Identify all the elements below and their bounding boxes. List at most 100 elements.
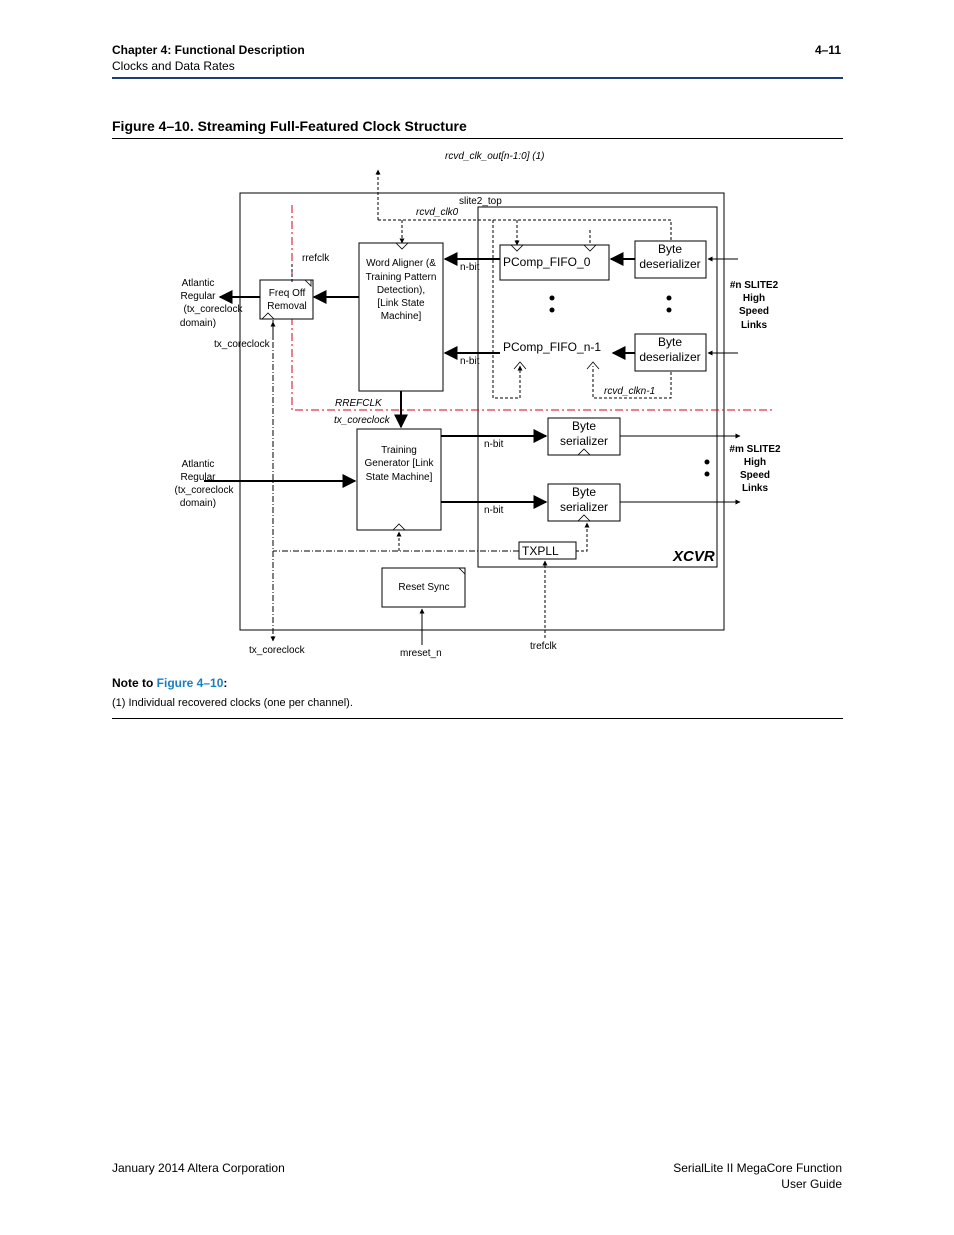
ellipsis-dot — [666, 295, 672, 301]
n-slite2-links-3: Speed — [739, 306, 769, 317]
rrefclk-label: rrefclk — [302, 253, 330, 264]
reset-sync-clock-tick — [458, 567, 466, 575]
pcomp-fifo-0-clock-tick-l — [510, 244, 524, 252]
training-generator-block — [356, 428, 442, 531]
reset-sync-label: Reset Sync — [398, 582, 449, 593]
byte-serializer-0-line2: serializer — [560, 434, 608, 448]
top-level-box — [239, 192, 725, 631]
chapter-title: Chapter 4: Functional Description — [112, 43, 305, 57]
xcvr-box — [477, 206, 718, 568]
n-slite2-links-1: #n SLITE2 — [730, 280, 779, 291]
slite2-top-label: slite2_top — [459, 196, 502, 207]
clock-structure-diagram: rcvd_clk_out[n-1:0] (1) slite2_top rcvd_… — [175, 151, 781, 659]
word-aligner-line3: Detection), — [377, 285, 425, 296]
training-generator-line2: Generator [Link — [365, 458, 435, 469]
word-aligner-clock-tick — [395, 242, 409, 250]
rcvd-clk0-label: rcvd_clk0 — [416, 207, 459, 218]
word-aligner-line1: Word Aligner (& — [366, 258, 436, 269]
atlantic-regular-tx-1: Atlantic — [182, 459, 215, 470]
atlantic-regular-tx-2: Regular — [180, 472, 216, 483]
freq-off-removal-line1: Freq Off — [269, 288, 306, 299]
byte-serializer-m1-clock-tick — [577, 514, 591, 522]
ellipsis-dot — [666, 307, 672, 313]
n-bit-label-4: n-bit — [484, 505, 504, 516]
pcomp-fifo-0-clock-tick-r — [583, 244, 597, 252]
trefclk-label: trefclk — [530, 641, 558, 652]
pcomp-fifo-n1-clock-tick-l — [513, 361, 527, 370]
note-prefix: Note to — [112, 676, 157, 690]
ellipsis-dot — [549, 295, 555, 301]
byte-serializer-0-line1: Byte — [572, 419, 596, 433]
rcvd-clk0-loop — [492, 220, 523, 399]
atlantic-regular-tx-3: (tx_coreclock — [175, 485, 235, 496]
byte-deserializer-0-block — [634, 240, 707, 279]
n-slite2-links-4: Links — [741, 320, 768, 331]
training-generator-line3: State Machine] — [366, 472, 433, 483]
atlantic-regular-tx-4: domain) — [180, 498, 216, 509]
byte-deserializer-0-line1: Byte — [658, 242, 682, 256]
word-aligner-block — [358, 242, 444, 392]
figure-link[interactable]: Figure 4–10 — [156, 676, 224, 690]
m-slite2-links-3: Speed — [740, 470, 770, 481]
atlantic-regular-rx-4: domain) — [180, 318, 216, 329]
n-bit-label-1: n-bit — [460, 262, 480, 273]
freq-off-clock-tick-top — [304, 279, 312, 287]
note-rule — [112, 718, 843, 719]
section-title: Clocks and Data Rates — [112, 59, 235, 73]
training-generator-line1: Training — [381, 445, 417, 456]
n-bit-label-2: n-bit — [460, 356, 480, 367]
freq-off-removal-line2: Removal — [267, 301, 306, 312]
tx-coreclock-left-label: tx_coreclock — [214, 339, 271, 350]
tx-coreclock-bottom-label: tx_coreclock — [249, 645, 306, 656]
byte-serializer-0-clock-tick — [577, 448, 591, 456]
byte-serializer-m1-line1: Byte — [572, 485, 596, 499]
atlantic-regular-rx-2: Regular — [180, 291, 216, 302]
tx-coreclock-italic-label: tx_coreclock — [334, 415, 391, 426]
footer-doc-type: User Guide — [781, 1177, 842, 1191]
byte-deserializer-0-line2: deserializer — [639, 257, 700, 271]
byte-deserializer-n1-line1: Byte — [658, 335, 682, 349]
byte-serializer-m1-line2: serializer — [560, 500, 608, 514]
note-suffix: : — [223, 676, 228, 690]
ellipsis-dot — [704, 471, 710, 477]
mreset-n-label: mreset_n — [400, 648, 442, 659]
pcomp-fifo-0-label: PComp_FIFO_0 — [503, 255, 591, 269]
rcvd-clkn1-label: rcvd_clkn-1 — [604, 386, 655, 397]
n-bit-label-3: n-bit — [484, 439, 504, 450]
pcomp-fifo-0-block — [499, 244, 610, 281]
training-generator-clock-tick — [392, 523, 406, 531]
figure-rule — [112, 138, 843, 139]
n-slite2-links-2: High — [743, 293, 765, 304]
txpll-label: TXPLL — [522, 544, 559, 558]
reset-sync-block — [381, 567, 466, 608]
word-aligner-line4: [Link State — [377, 298, 425, 309]
pcomp-fifo-n1-clock-tick-r — [586, 361, 600, 370]
m-slite2-links-2: High — [744, 457, 766, 468]
figure-title: Figure 4–10. Streaming Full-Featured Clo… — [112, 118, 467, 134]
pcomp-fifo-n1-label: PComp_FIFO_n-1 — [503, 340, 601, 354]
header-rule — [112, 77, 843, 79]
ellipsis-dot — [549, 307, 555, 313]
rrefclk-caps-label: RREFCLK — [335, 398, 383, 409]
txpll-to-serializer-m1 — [576, 522, 590, 552]
figure-note-heading: Note to Figure 4–10: — [112, 676, 227, 690]
reset-domain-boundary — [291, 205, 772, 411]
ellipsis-dot — [704, 459, 710, 465]
word-aligner-line5: Machine] — [381, 311, 422, 322]
freq-off-removal-block — [259, 279, 314, 320]
footer-date-company: January 2014 Altera Corporation — [112, 1161, 285, 1175]
page-number: 4–11 — [814, 43, 841, 57]
figure-note-item: (1) Individual recovered clocks (one per… — [112, 697, 353, 709]
m-slite2-links-1: #m SLITE2 — [729, 444, 781, 455]
m-slite2-links-4: Links — [742, 483, 769, 494]
xcvr-label: XCVR — [672, 548, 715, 565]
rcvd-clkn1-line — [592, 366, 672, 399]
word-aligner-line2: Training Pattern — [366, 272, 437, 283]
footer-product: SerialLite II MegaCore Function — [673, 1161, 842, 1175]
rcvd-clk0-line — [378, 219, 672, 242]
byte-deserializer-n1-line2: deserializer — [639, 350, 700, 364]
atlantic-regular-rx-1: Atlantic — [182, 278, 215, 289]
rcvd-clk-out-label: rcvd_clk_out[n-1:0] (1) — [445, 151, 545, 162]
atlantic-regular-rx-3: (tx_coreclock — [184, 304, 244, 315]
byte-deserializer-n1-block — [634, 333, 707, 372]
